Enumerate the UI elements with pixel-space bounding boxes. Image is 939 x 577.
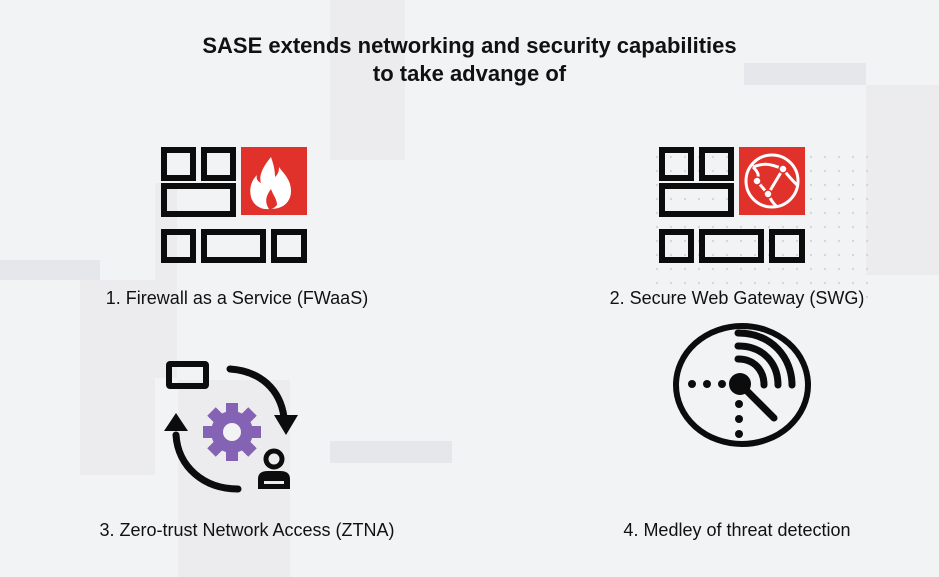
flame-icon [250, 157, 291, 210]
title-line-1: SASE extends networking and security cap… [202, 33, 737, 58]
bg-decor-left-bar [0, 260, 100, 280]
bg-decor-right-panel [866, 85, 939, 275]
page-title: SASE extends networking and security cap… [0, 32, 939, 88]
bg-decor-bottom-bar [330, 441, 452, 463]
radar-dots [688, 380, 743, 438]
bg-decor-top-column [330, 0, 405, 160]
firewall-network-globe-icon [659, 147, 805, 263]
network-globe-icon [744, 153, 800, 209]
bg-decor-top-right-bar [744, 63, 866, 85]
radar-signal-icon [673, 323, 811, 447]
signal-waves-icon [734, 329, 796, 389]
access-cycle-gear-user-icon [164, 361, 298, 493]
title-line-2: to take advange of [372, 61, 567, 86]
user-icon [258, 448, 290, 489]
arrow-counterclockwise-icon [172, 431, 242, 493]
arrow-clockwise-icon [226, 365, 288, 421]
item-label-swg: 2. Secure Web Gateway (SWG) [609, 288, 865, 308]
gear-icon [203, 403, 261, 461]
item-label-fwaas: 1. Firewall as a Service (FWaaS) [105, 288, 369, 308]
item-label-ztna: 3. Zero-trust Network Access (ZTNA) [99, 520, 395, 540]
bg-decor-left-column [80, 280, 155, 475]
firewall-flame-icon [161, 147, 307, 263]
device-icon [166, 361, 209, 389]
item-label-threat-detection: 4. Medley of threat detection [623, 520, 851, 540]
